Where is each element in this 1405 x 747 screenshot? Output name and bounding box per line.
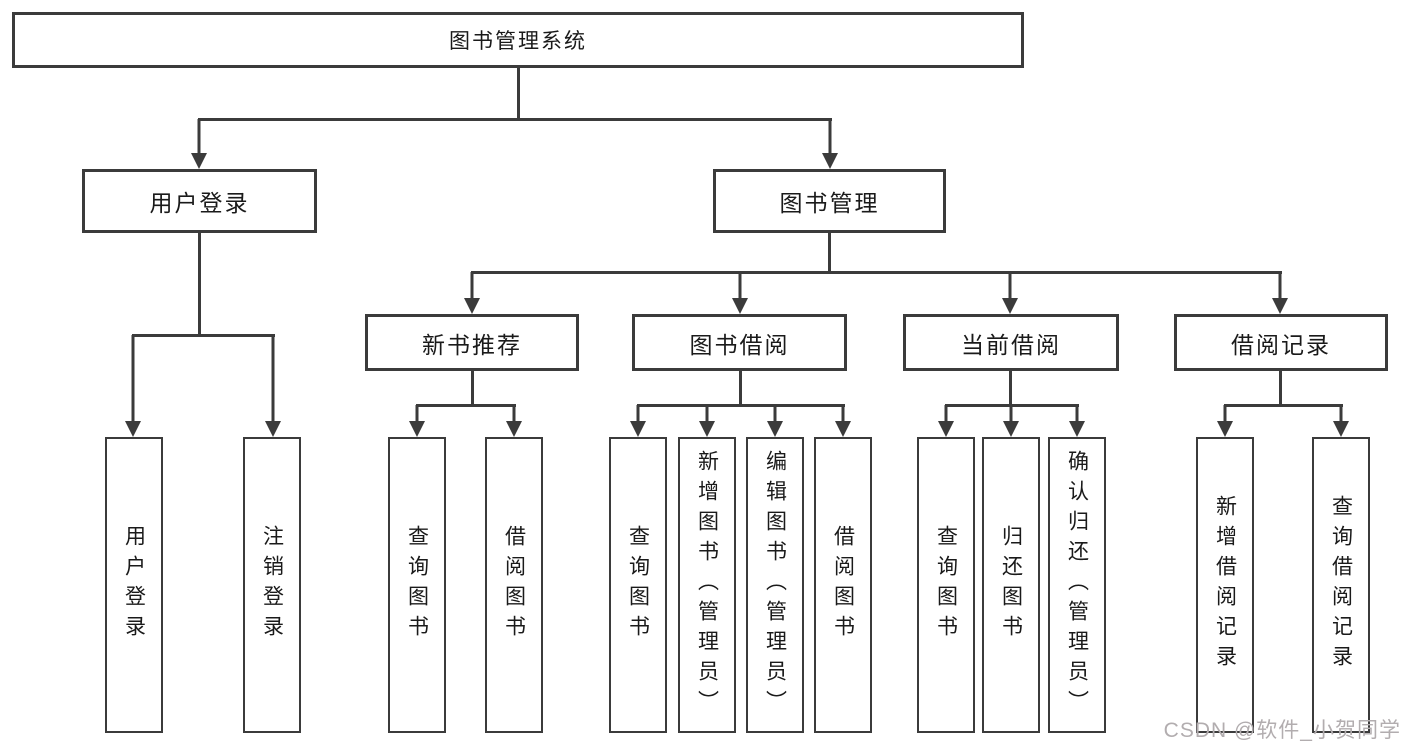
arrow-to-leaf-query-recommend: [409, 405, 425, 437]
node-book-management: 图书管理: [713, 169, 946, 233]
arrow-to-leaf-add-record: [1217, 405, 1233, 437]
node-current-borrowing: 当前借阅: [903, 314, 1119, 371]
leaf-query-books-recommend: 查询图书: [388, 437, 446, 733]
leaf-query-borrow-record: 查询借阅记录: [1312, 437, 1370, 733]
arrow-to-book-mgmt: [822, 119, 838, 169]
connector-records-stem: [1278, 371, 1282, 405]
leaf-borrow-books: 借阅图书: [814, 437, 872, 733]
arrow-to-user-login: [191, 119, 207, 169]
leaf-add-books-admin: 新增图书（管理员）: [678, 437, 736, 733]
node-user-login: 用户登录: [82, 169, 317, 233]
connector-recommend-stem: [470, 371, 474, 405]
leaf-return-books: 归还图书: [982, 437, 1040, 733]
arrow-to-leaf-logout: [265, 335, 281, 437]
connector-records-split: [1223, 403, 1343, 407]
connector-level3-split: [470, 270, 1282, 274]
connector-level1-split: [197, 117, 832, 121]
connector-root-stem: [516, 68, 520, 119]
arrow-to-leaf-edit-books: [767, 405, 783, 437]
node-book-borrowing: 图书借阅: [632, 314, 847, 371]
leaf-borrow-books-recommend: 借阅图书: [485, 437, 543, 733]
connector-borrowing-stem: [738, 371, 742, 405]
arrow-to-leaf-add-books: [699, 405, 715, 437]
leaf-logout: 注销登录: [243, 437, 301, 733]
arrow-to-current: [1002, 272, 1018, 314]
arrow-to-leaf-user-login: [125, 335, 141, 437]
arrow-to-leaf-borrow-recommend: [506, 405, 522, 437]
connector-user-login-split: [131, 333, 275, 337]
arrow-to-records: [1272, 272, 1288, 314]
node-root: 图书管理系统: [12, 12, 1024, 68]
node-borrow-records: 借阅记录: [1174, 314, 1388, 371]
leaf-confirm-return-admin: 确认归还（管理员）: [1048, 437, 1106, 733]
leaf-add-borrow-record: 新增借阅记录: [1196, 437, 1254, 733]
arrow-to-leaf-query-current: [938, 405, 954, 437]
connector-borrowing-split: [636, 403, 845, 407]
leaf-edit-books-admin: 编辑图书（管理员）: [746, 437, 804, 733]
arrow-to-leaf-borrow-books: [835, 405, 851, 437]
node-new-book-recommend: 新书推荐: [365, 314, 579, 371]
leaf-user-login: 用户登录: [105, 437, 163, 733]
arrow-to-leaf-return-books: [1003, 405, 1019, 437]
arrow-to-borrowing: [732, 272, 748, 314]
connector-current-stem: [1008, 371, 1012, 405]
connector-recommend-split: [415, 403, 516, 407]
connector-user-login-stem: [197, 233, 201, 335]
connector-book-mgmt-stem: [827, 233, 831, 272]
arrow-to-leaf-confirm-return: [1069, 405, 1085, 437]
arrow-to-leaf-query-record: [1333, 405, 1349, 437]
leaf-query-books-borrowing: 查询图书: [609, 437, 667, 733]
arrow-to-recommend: [464, 272, 480, 314]
leaf-query-books-current: 查询图书: [917, 437, 975, 733]
arrow-to-leaf-query-borrowing: [630, 405, 646, 437]
